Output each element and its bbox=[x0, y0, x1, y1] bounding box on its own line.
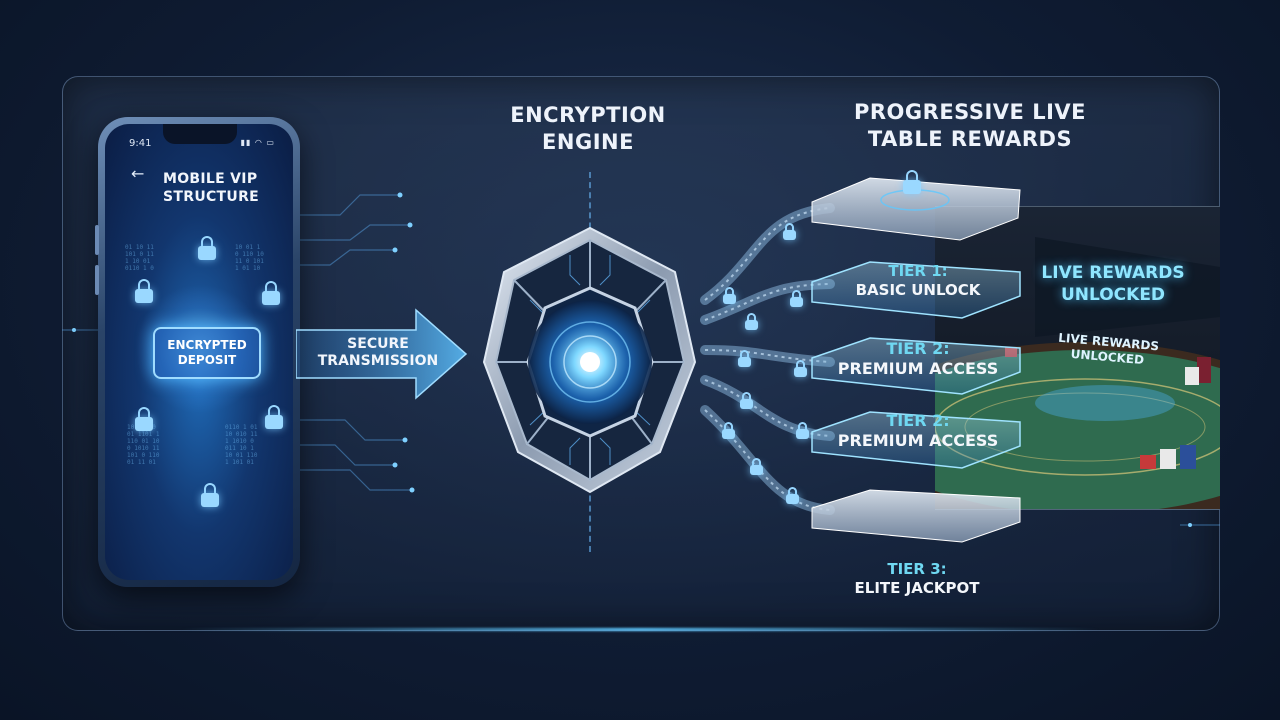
encrypted-deposit-badge[interactable]: Encrypted Deposit bbox=[153, 327, 261, 379]
frame-glow-line bbox=[180, 628, 1100, 631]
secure-transmission-label: Secure Transmission bbox=[317, 336, 439, 369]
live-table-panel bbox=[935, 206, 1220, 510]
lock-icon bbox=[201, 483, 219, 507]
lock-icon bbox=[262, 281, 280, 305]
phone-time: 9:41 bbox=[129, 138, 152, 149]
back-arrow-icon[interactable]: ← bbox=[131, 164, 145, 183]
phone-screen: 9:41 ▮▮ ◠ ▭ ← Mobile VIP Structure 01 10… bbox=[105, 124, 293, 580]
lock-icon bbox=[750, 458, 763, 475]
tier-2b-number: Tier 2: bbox=[886, 411, 950, 430]
tier-2-label[interactable]: Tier 2: Premium Access bbox=[818, 339, 1018, 379]
lock-icon bbox=[786, 487, 799, 504]
binary-pattern: 01 10 11 101 0 11 1 10 01 0110 1 0 bbox=[125, 244, 154, 272]
binary-pattern: 10 01 1 0 110 10 11 0 101 1 01 10 bbox=[235, 244, 264, 272]
encryption-engine-title: Encryption Engine bbox=[510, 103, 666, 154]
lock-icon bbox=[265, 405, 283, 429]
tier-3-number: Tier 3: bbox=[887, 560, 947, 578]
tier-1-label[interactable]: Tier 1: Basic Unlock bbox=[838, 262, 998, 300]
lock-icon bbox=[783, 223, 796, 240]
phone-title: Mobile VIP Structure bbox=[163, 171, 260, 205]
encryption-engine-core bbox=[482, 226, 697, 494]
mobile-phone: 9:41 ▮▮ ◠ ▭ ← Mobile VIP Structure 01 10… bbox=[98, 117, 300, 587]
lock-icon bbox=[796, 422, 809, 439]
lock-icon bbox=[722, 422, 735, 439]
tier-3-label[interactable]: Tier 3: Elite Jackpot bbox=[832, 560, 1002, 598]
lock-icon bbox=[903, 170, 921, 194]
rewards-title: Progressive Live Table Rewards bbox=[854, 100, 1086, 151]
lock-icon bbox=[790, 290, 803, 307]
tier-3-name: Elite Jackpot bbox=[854, 579, 980, 597]
phone-side-button bbox=[95, 265, 99, 295]
lock-icon bbox=[135, 279, 153, 303]
lock-icon bbox=[745, 313, 758, 330]
tier-1-number: Tier 1: bbox=[888, 262, 948, 280]
lock-icon bbox=[738, 350, 751, 367]
signal-wifi-battery-icon: ▮▮ ◠ ▭ bbox=[240, 138, 275, 147]
arrow-right-icon bbox=[296, 308, 468, 400]
tier-2-number: Tier 2: bbox=[886, 339, 950, 358]
lock-icon bbox=[723, 287, 736, 304]
tier-1-name: Basic Unlock bbox=[855, 281, 981, 299]
phone-notch bbox=[163, 124, 237, 144]
lock-icon bbox=[198, 236, 216, 260]
lock-icon bbox=[135, 407, 153, 431]
phone-side-button bbox=[95, 225, 99, 255]
live-table-image bbox=[935, 237, 1220, 509]
binary-pattern: 0110 1 01 10 010 11 1 1010 0 011 10 1 10… bbox=[225, 424, 258, 466]
lock-icon bbox=[740, 392, 753, 409]
lock-icon bbox=[794, 360, 807, 377]
tier-2b-label[interactable]: Tier 2: Premium Access bbox=[818, 411, 1018, 451]
tier-2b-name: Premium Access bbox=[837, 431, 999, 450]
live-rewards-title: Live Rewards Unlocked bbox=[1041, 263, 1185, 305]
tier-2-name: Premium Access bbox=[837, 359, 999, 378]
